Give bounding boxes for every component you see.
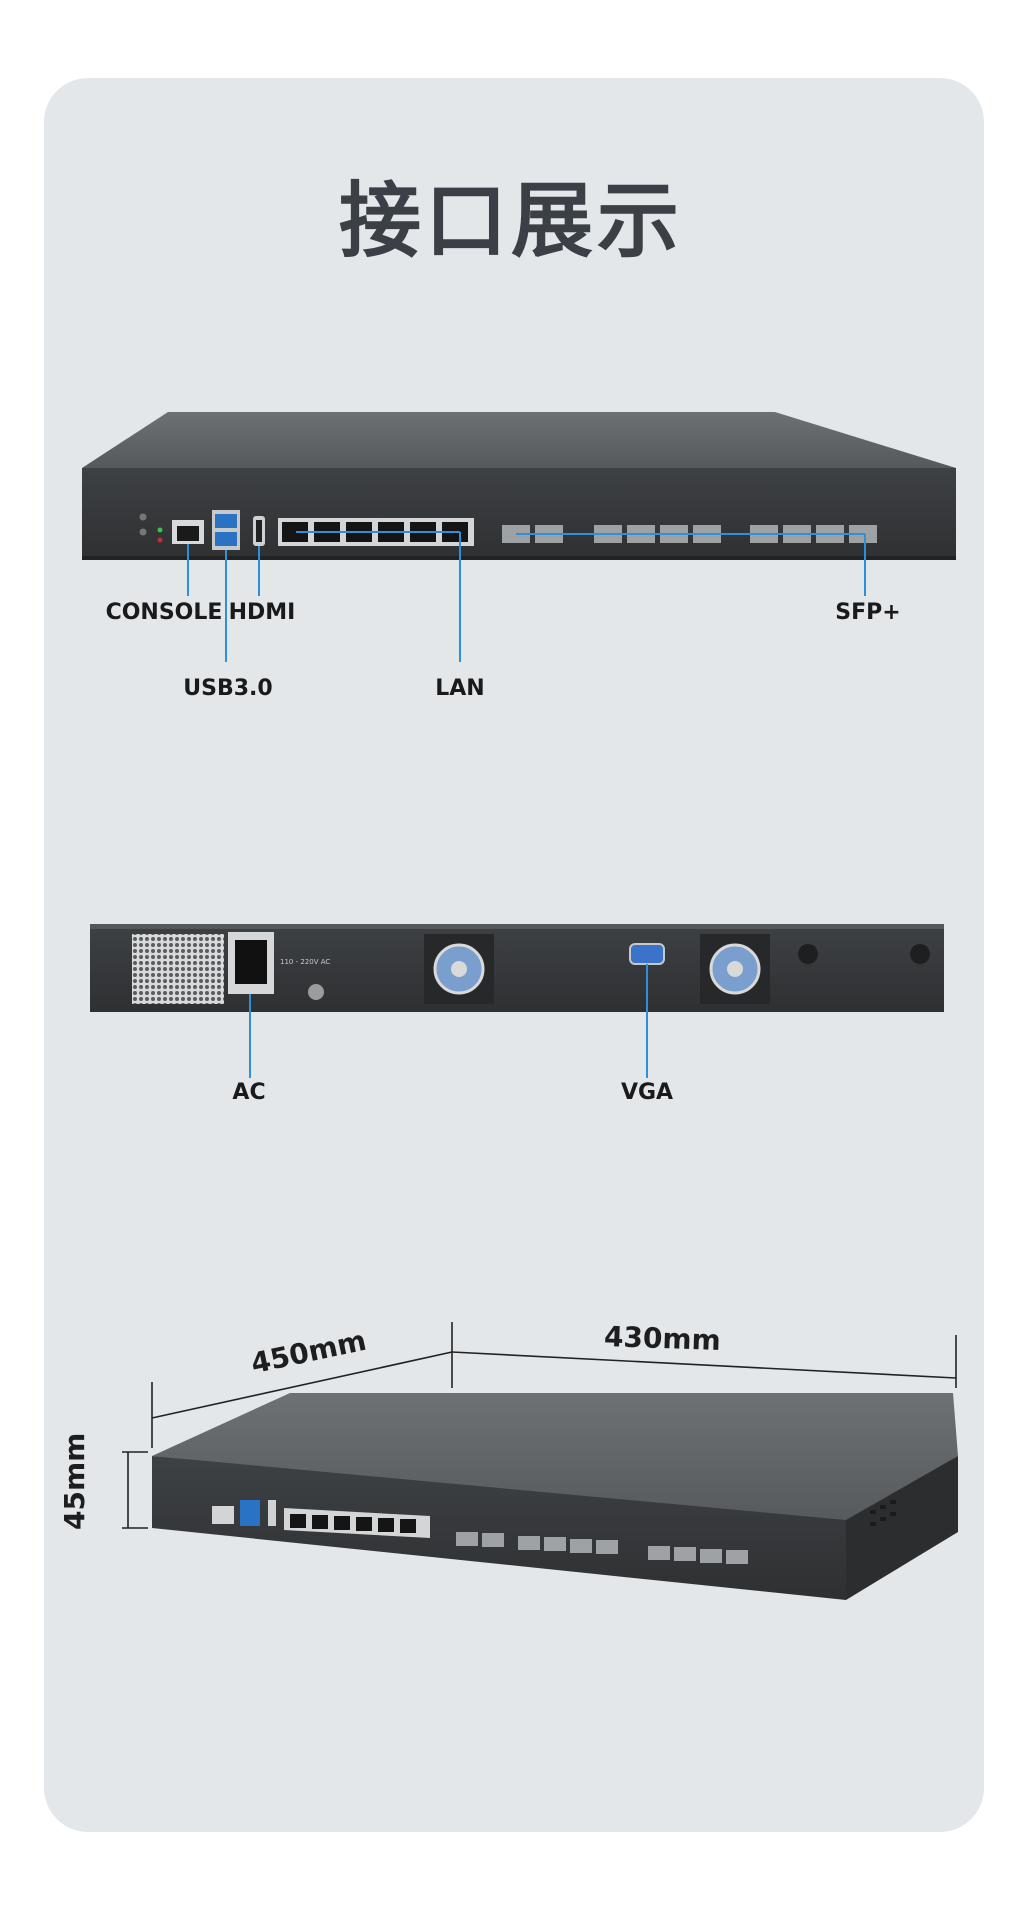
iso-hdmi-port-icon (268, 1500, 276, 1526)
iso-chassis-side (846, 1456, 958, 1600)
status-led-green-icon (157, 527, 163, 533)
iso-usb-ports-icon (240, 1500, 260, 1526)
ac-label: AC (232, 1080, 266, 1105)
page-title: 接口展示 (338, 174, 683, 269)
iso-lan-ports-icon (284, 1508, 430, 1538)
width-dimension-label: 430mm (603, 1319, 722, 1358)
ground-screw-icon (308, 984, 324, 1000)
front-chassis-top (82, 412, 956, 468)
console-label: CONSOLE (105, 600, 223, 625)
iso-sfp-ports-icon (456, 1532, 748, 1564)
vga-label: VGA (620, 1080, 674, 1105)
console-port-icon (172, 520, 204, 544)
psu-vent-icon (132, 934, 224, 1004)
vga-port-icon (629, 943, 665, 965)
iso-console-port-icon (212, 1506, 234, 1524)
usb-label: USB3.0 (183, 676, 273, 701)
front-callout-lines (187, 531, 866, 662)
rear-chassis (90, 924, 944, 1012)
lan-label: LAN (435, 676, 485, 701)
iso-chassis-front (152, 1456, 846, 1600)
sfp-label: SFP+ (835, 600, 901, 625)
rear-knob-right-icon (910, 944, 930, 964)
iso-chassis (152, 1393, 958, 1600)
iso-chassis-top (152, 1393, 958, 1527)
fan-right-icon (700, 934, 770, 1004)
power-led-icon (139, 513, 147, 521)
dimension-lines (122, 1322, 957, 1529)
height-dimension-label: 45mm (58, 1432, 91, 1530)
fan-left-icon (424, 934, 494, 1004)
front-chassis (82, 412, 956, 560)
usb-ports-icon (212, 510, 240, 550)
hdmi-label: HDMI (228, 600, 296, 625)
ac-socket-icon (228, 932, 274, 994)
hdd-led-icon (139, 528, 147, 536)
rear-knob-left-icon (798, 944, 818, 964)
status-led-red-icon (157, 537, 163, 543)
iso-side-vents-icon (870, 1500, 896, 1526)
rear-callout-lines (249, 964, 648, 1078)
power-rating-text: 110 - 220V AC (280, 958, 330, 966)
